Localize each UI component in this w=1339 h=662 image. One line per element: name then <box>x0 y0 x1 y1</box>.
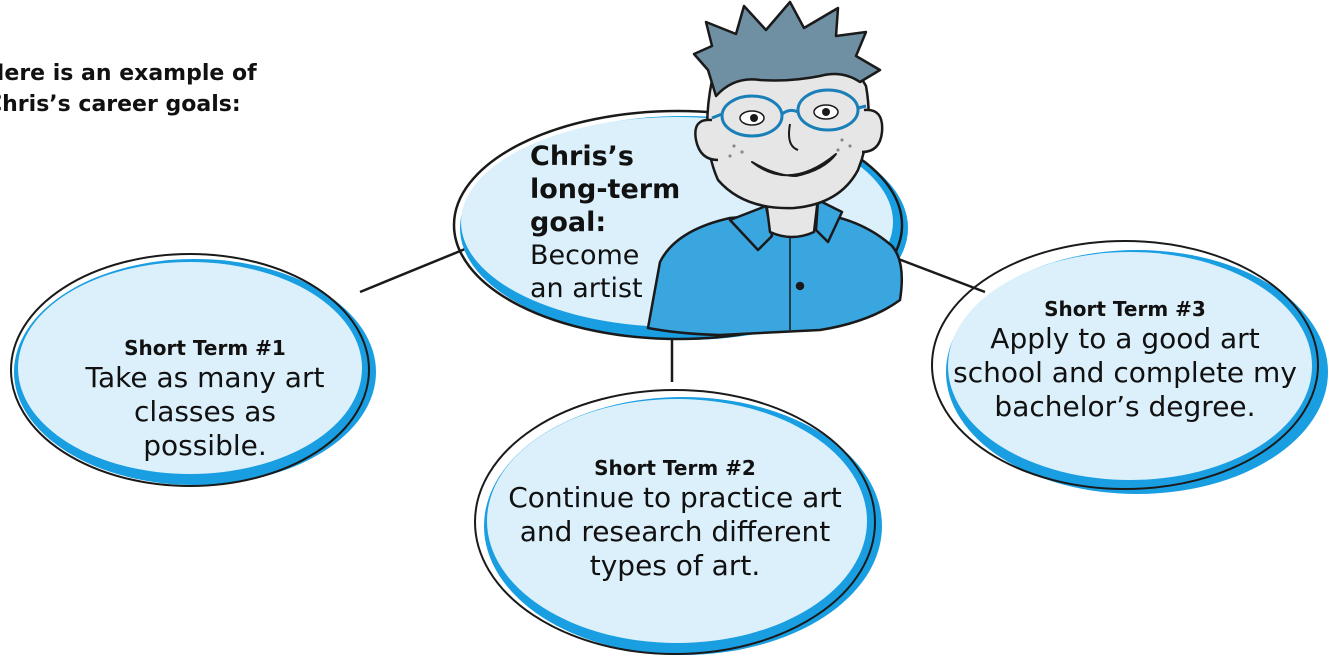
short-term-line: types of art. <box>589 549 761 582</box>
short-term-heading: Short Term #2 <box>594 456 756 480</box>
hair <box>692 0 882 98</box>
short-term-2-text: Short Term #2 Continue to practice art a… <box>490 455 860 583</box>
shirt-button <box>795 281 805 291</box>
short-term-3-bubble <box>931 240 1328 494</box>
short-term-2-bubble <box>474 389 882 655</box>
long-term-heading-line: goal: <box>530 207 607 238</box>
glasses <box>711 88 867 138</box>
short-term-line: classes as possible. <box>134 395 276 462</box>
short-term-heading: Short Term #3 <box>1044 297 1206 321</box>
shirt <box>646 210 903 337</box>
short-term-1-text: Short Term #1 Take as many art classes a… <box>70 335 340 463</box>
short-term-3-text: Short Term #3 Apply to a good art school… <box>935 296 1315 424</box>
short-term-heading: Short Term #1 <box>124 336 286 360</box>
short-term-line: Continue to practice art <box>508 481 842 514</box>
short-term-1-bubble <box>10 253 376 487</box>
connector-line-1 <box>359 245 471 294</box>
long-term-heading-line: Chris’s <box>530 141 635 172</box>
long-term-goal-line: an artist <box>530 273 643 304</box>
long-term-goal-text: Chris’s long-term goal: Become an artist <box>530 140 700 305</box>
intro-line: Chris’s career goals: <box>0 92 241 117</box>
long-term-heading-line: long-term <box>530 174 681 205</box>
boy-with-glasses-illustration <box>646 0 903 337</box>
short-term-line: Take as many art <box>85 361 325 394</box>
intro-text: Here is an example of Chris’s career goa… <box>0 58 326 120</box>
short-term-line: bachelor’s degree. <box>994 390 1256 423</box>
short-term-line: Apply to a good art <box>990 322 1260 355</box>
shirt-collar <box>728 204 774 252</box>
long-term-goal-line: Become <box>530 240 640 271</box>
short-term-line: school and complete my <box>953 356 1297 389</box>
smile <box>751 153 837 177</box>
short-term-line: and research different <box>519 515 831 548</box>
intro-line: Here is an example of <box>0 61 257 86</box>
